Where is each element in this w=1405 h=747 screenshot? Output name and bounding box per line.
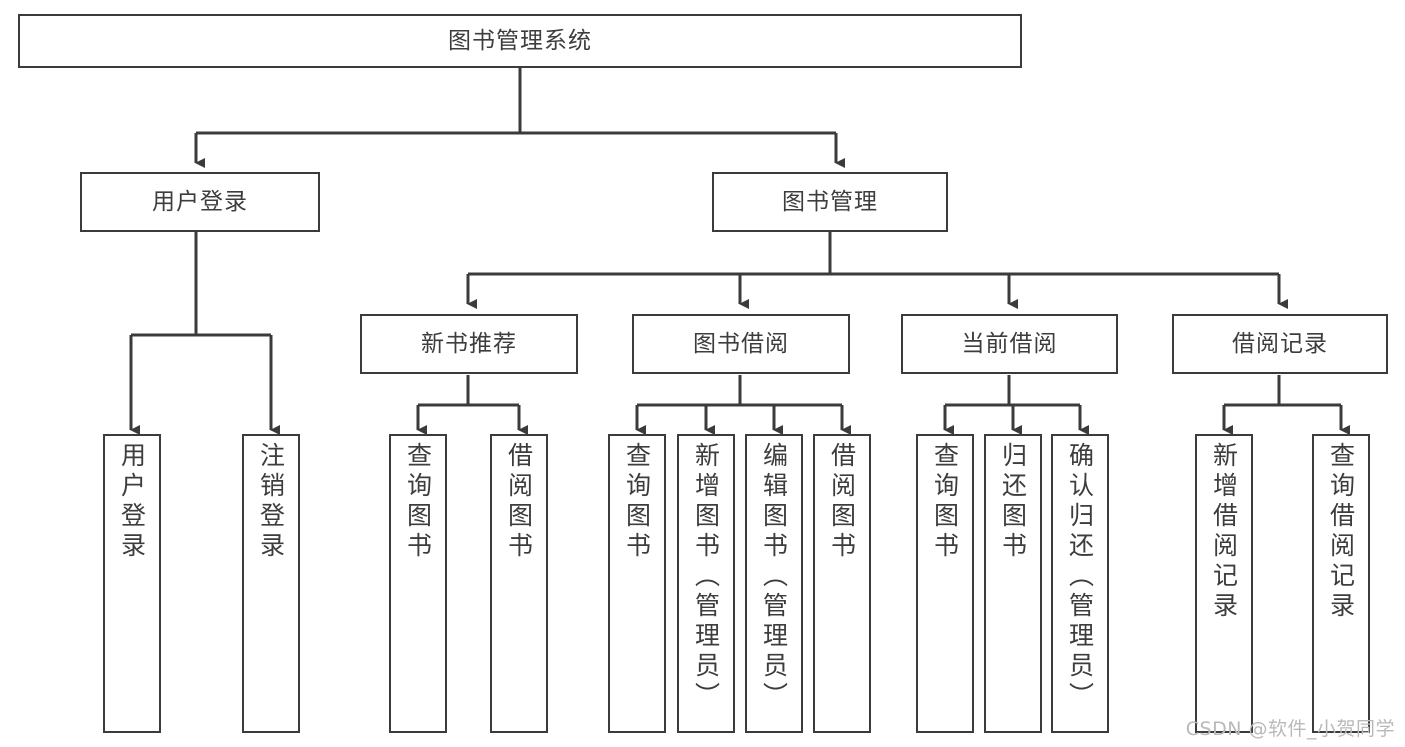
node-label: 注销登录 xyxy=(256,442,286,562)
leaf-borrow-book[interactable]: 借阅图书 xyxy=(813,434,871,733)
node-book-management[interactable]: 图书管理 xyxy=(712,172,948,232)
node-label: 新增图书（管理员） xyxy=(691,442,721,712)
leaf-return-book[interactable]: 归还图书 xyxy=(984,434,1042,733)
node-label: 查询图书 xyxy=(403,442,433,562)
node-label: 新书推荐 xyxy=(421,330,517,357)
node-label: 用户登录 xyxy=(152,188,248,215)
leaf-logout[interactable]: 注销登录 xyxy=(242,434,300,733)
node-label: 用户登录 xyxy=(117,442,147,562)
node-borrow-record[interactable]: 借阅记录 xyxy=(1172,314,1388,374)
node-label: 借阅记录 xyxy=(1232,330,1328,357)
node-new-book-recommend[interactable]: 新书推荐 xyxy=(360,314,578,374)
node-label: 查询图书 xyxy=(930,442,960,562)
node-label: 图书借阅 xyxy=(693,330,789,357)
leaf-add-book-admin[interactable]: 新增图书（管理员） xyxy=(677,434,735,733)
node-label: 当前借阅 xyxy=(961,330,1058,357)
leaf-query-borrow-record[interactable]: 查询借阅记录 xyxy=(1312,434,1370,733)
node-label: 借阅图书 xyxy=(504,442,534,562)
leaf-query-book-borrow[interactable]: 查询图书 xyxy=(608,434,666,733)
leaf-user-login[interactable]: 用户登录 xyxy=(103,434,161,733)
node-label: 查询图书 xyxy=(622,442,652,562)
csdn-watermark: CSDN @软件_小贺同学 xyxy=(1185,718,1395,740)
node-label: 图书管理系统 xyxy=(448,27,592,54)
leaf-query-book-current[interactable]: 查询图书 xyxy=(916,434,974,733)
node-label: 归还图书 xyxy=(998,442,1028,562)
node-label: 新增借阅记录 xyxy=(1209,442,1239,622)
node-label: 图书管理 xyxy=(782,188,878,215)
leaf-edit-book-admin[interactable]: 编辑图书（管理员） xyxy=(745,434,803,733)
leaf-confirm-return-admin[interactable]: 确认归还（管理员） xyxy=(1051,434,1109,733)
node-label: 确认归还（管理员） xyxy=(1065,442,1095,712)
node-label: 借阅图书 xyxy=(827,442,857,562)
node-current-borrow[interactable]: 当前借阅 xyxy=(901,314,1118,374)
leaf-add-borrow-record[interactable]: 新增借阅记录 xyxy=(1195,434,1253,733)
node-label: 编辑图书（管理员） xyxy=(759,442,789,712)
node-book-borrow[interactable]: 图书借阅 xyxy=(632,314,850,374)
leaf-query-book-recommend[interactable]: 查询图书 xyxy=(389,434,447,733)
node-label: 查询借阅记录 xyxy=(1326,442,1356,622)
leaf-borrow-book-recommend[interactable]: 借阅图书 xyxy=(490,434,548,733)
node-user-login[interactable]: 用户登录 xyxy=(80,172,320,232)
node-root-system[interactable]: 图书管理系统 xyxy=(18,14,1022,68)
